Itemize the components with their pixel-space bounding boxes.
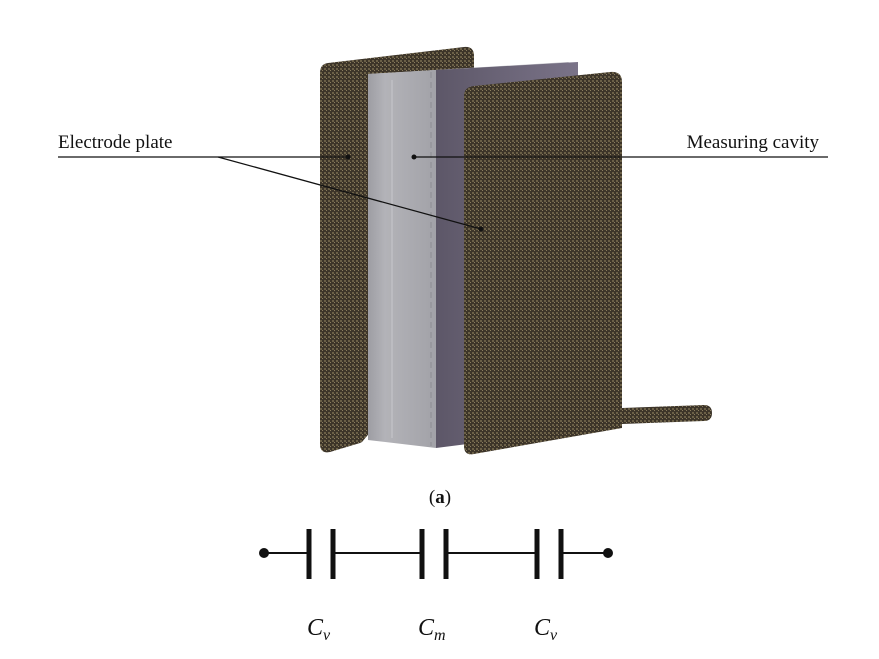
anchor-dot [411, 154, 417, 160]
circuit-terminal-right [603, 548, 613, 558]
caption-a: (a) [429, 487, 451, 508]
anchor-dot [345, 154, 351, 160]
front-electrode-plate [464, 71, 712, 455]
back-electrode-plate [320, 46, 474, 453]
anchor-dot [478, 226, 484, 232]
measuring-cavity-front [368, 70, 436, 448]
electrode-leader-line [217, 156, 482, 230]
equivalent-circuit [259, 529, 613, 579]
measuring-cavity-label: Measuring cavity [687, 132, 820, 153]
electrode-plate-label: Electrode plate [58, 132, 172, 153]
capacitor-label-cm: Cm [418, 615, 446, 644]
capacitor-label-cv-left: Cv [307, 615, 331, 644]
capacitor-label-cv-right: Cv [534, 615, 558, 644]
